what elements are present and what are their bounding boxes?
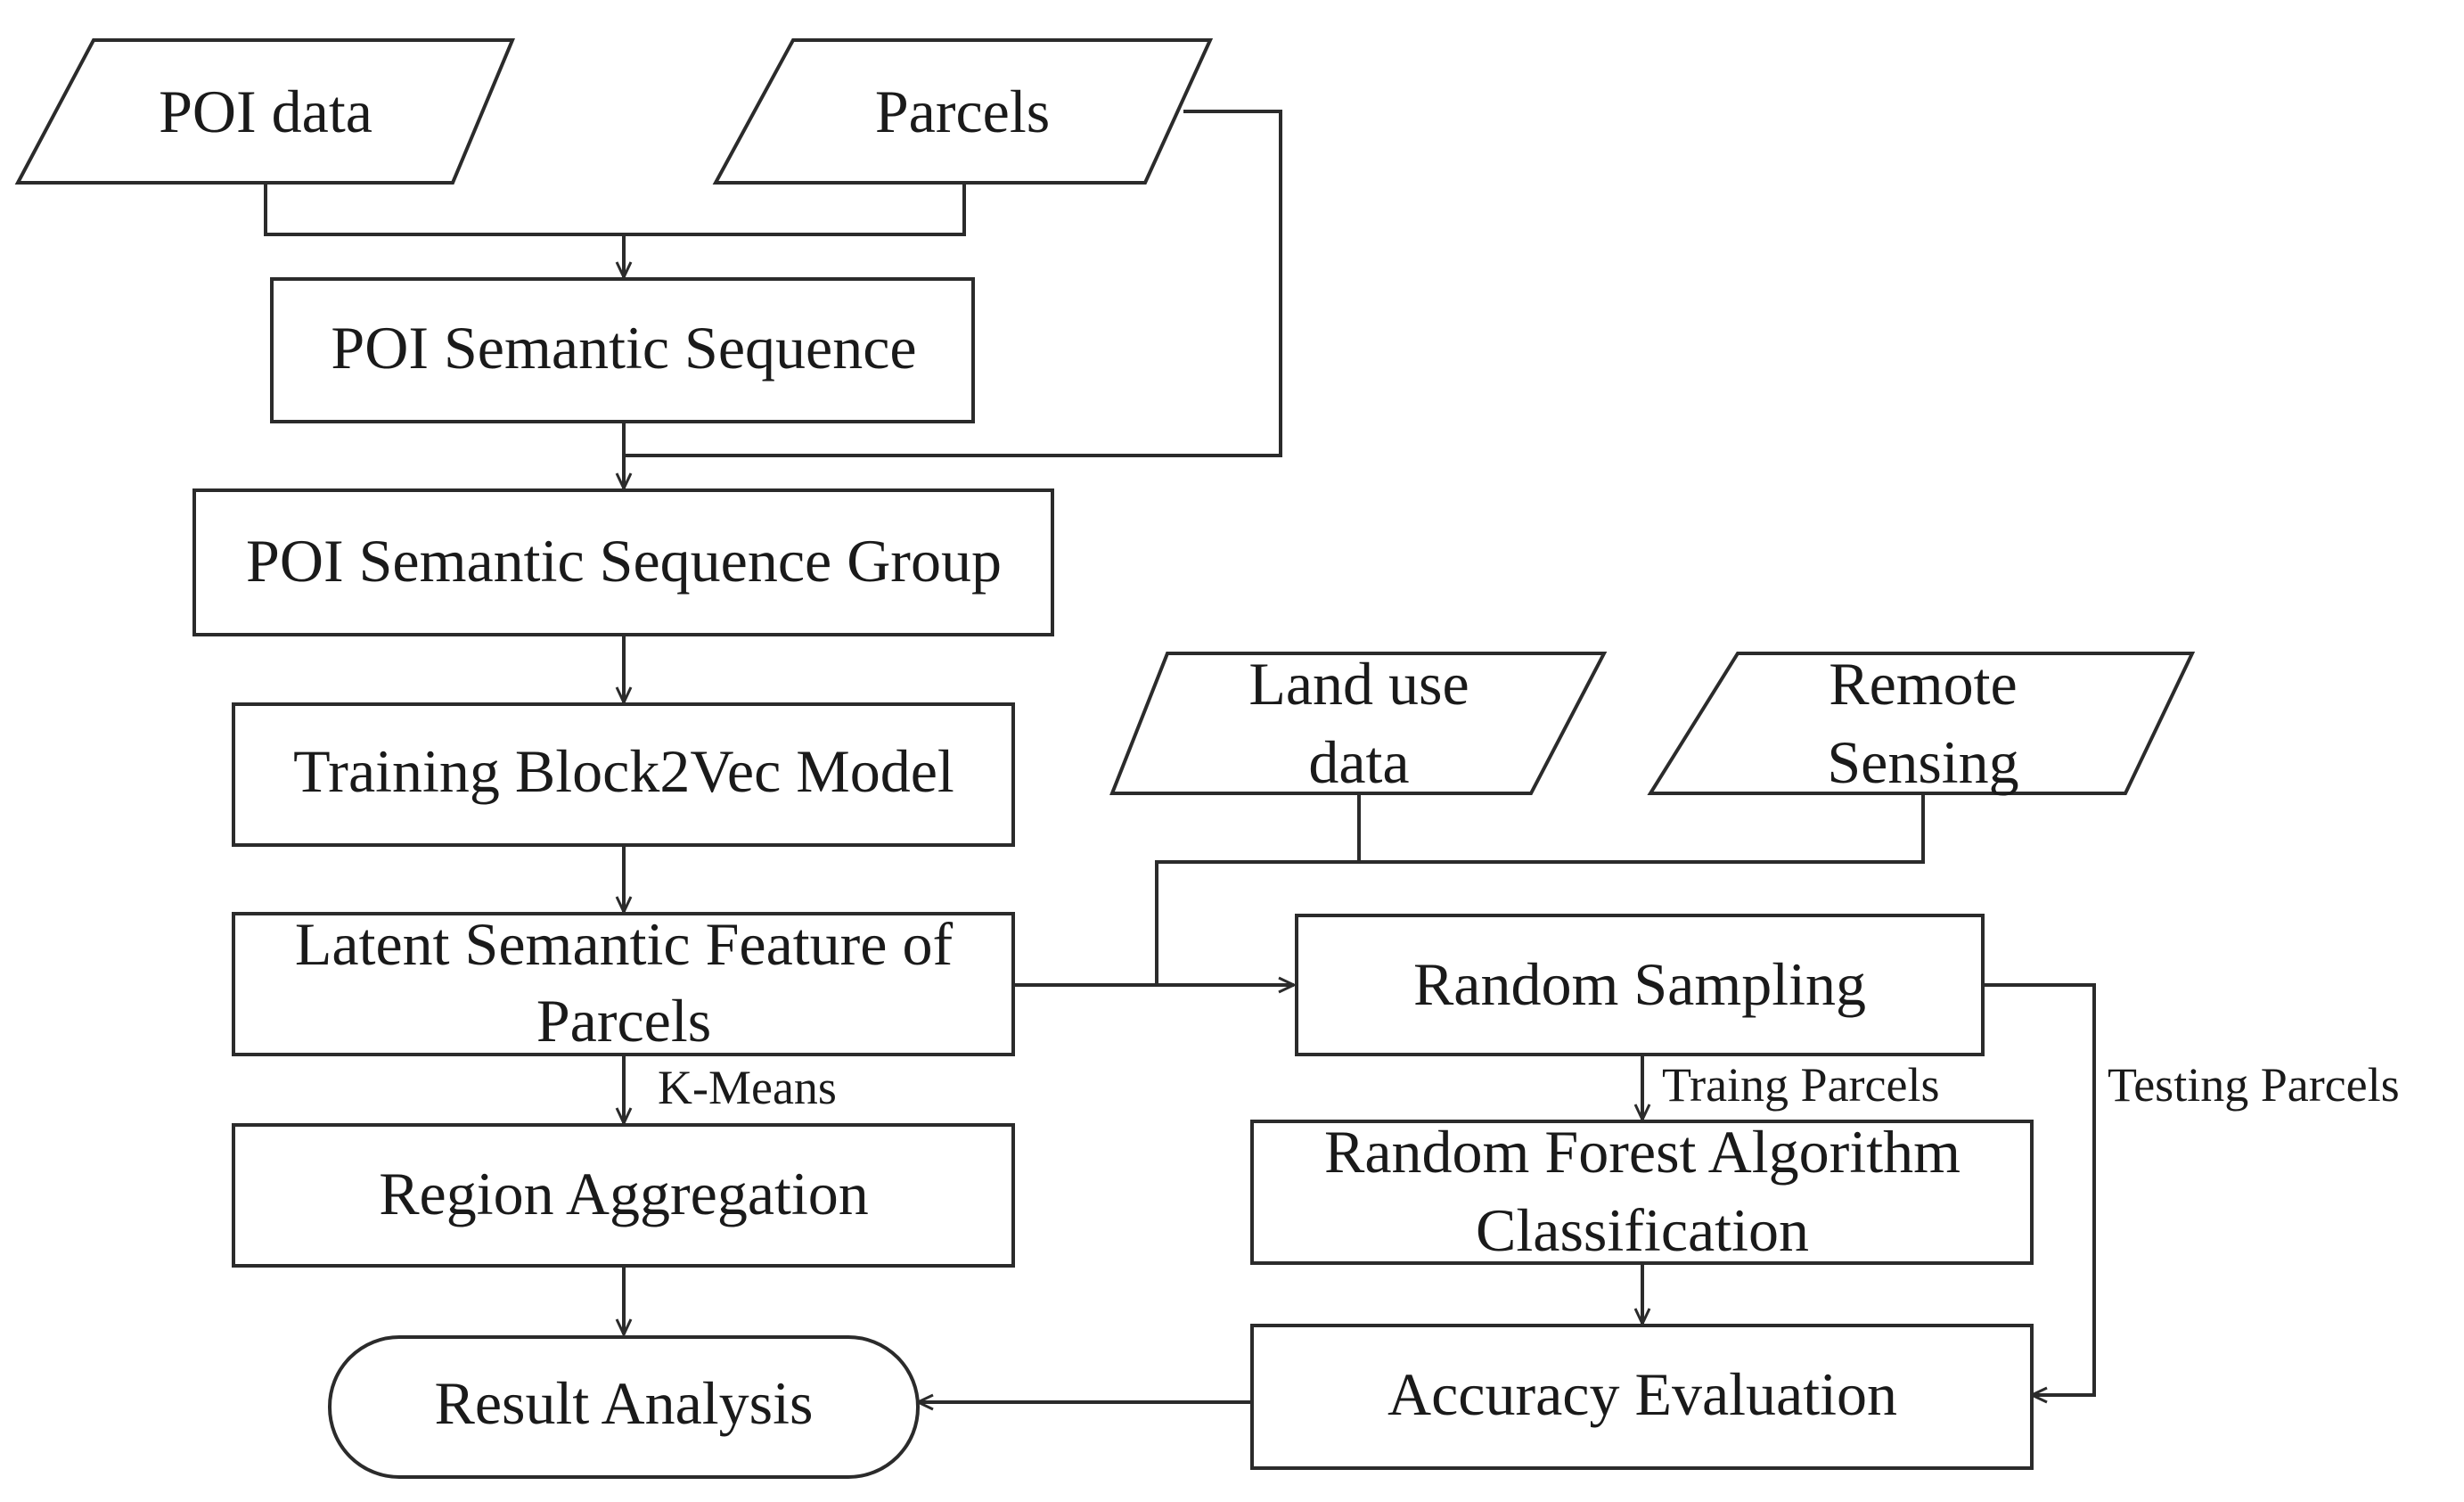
process-random-forest: Random Forest Algorithm Classification [1250, 1118, 2034, 1265]
input-parcels: Parcels [712, 38, 1214, 185]
process-accuracy-evaluation-label: Accuracy Evaluation [1388, 1360, 1897, 1428]
edge-label-kmeans: K-Means [658, 1061, 837, 1114]
input-parcels-label: Parcels [875, 78, 1050, 145]
edge-parcels-to-group [624, 110, 1282, 457]
terminal-result-analysis-label: Result Analysis [434, 1369, 813, 1437]
process-poi-semantic-sequence-group: POI Semantic Sequence Group [192, 488, 1054, 636]
process-poi-semantic-sequence-group-label: POI Semantic Sequence Group [246, 527, 1002, 595]
process-random-forest-line1: Random Forest Algorithm [1324, 1118, 1961, 1186]
edge-label-testing-parcels: Testing Parcels [2108, 1058, 2400, 1112]
input-remote-sensing-line2: Sensing [1827, 728, 2018, 796]
input-remote-sensing-line1: Remote [1829, 650, 2018, 718]
input-remote-sensing: Remote Sensing [1647, 650, 2196, 796]
input-land-use-data-line2: data [1308, 728, 1409, 796]
edge-parcels-to-merge [624, 183, 966, 236]
process-latent-semantic-feature: Latent Semantic Feature of Parcels [232, 910, 1015, 1056]
input-land-use-data-line1: Land use [1248, 650, 1469, 718]
input-poi-data-label: POI data [159, 78, 372, 145]
edge-landuse-to-merge [1155, 793, 1361, 985]
edge-label-training-parcels: Traing Parcels [1662, 1058, 1939, 1112]
process-training-block2vec-label: Training Block2Vec Model [293, 737, 954, 805]
process-random-sampling: Random Sampling [1295, 914, 1985, 1056]
process-latent-semantic-feature-line2: Parcels [536, 987, 711, 1055]
terminal-result-analysis: Result Analysis [328, 1335, 920, 1479]
input-land-use-data: Land use data [1109, 650, 1608, 796]
input-poi-data: POI data [14, 38, 516, 185]
process-poi-semantic-sequence: POI Semantic Sequence [270, 277, 975, 423]
process-latent-semantic-feature-line1: Latent Semantic Feature of [295, 910, 954, 978]
process-region-aggregation: Region Aggregation [232, 1123, 1015, 1268]
edge-remote-sensing-to-merge [1359, 793, 1925, 864]
edges [264, 110, 2096, 1402]
process-random-forest-line2: Classification [1476, 1196, 1809, 1264]
process-accuracy-evaluation: Accuracy Evaluation [1250, 1324, 2034, 1470]
process-poi-semantic-sequence-label: POI Semantic Sequence [331, 314, 916, 382]
process-random-sampling-label: Random Sampling [1413, 950, 1866, 1018]
process-training-block2vec: Training Block2Vec Model [232, 702, 1015, 847]
process-region-aggregation-label: Region Aggregation [379, 1160, 869, 1227]
edge-poi-data-to-merge [264, 183, 624, 236]
edge-sampling-to-accuracy [1983, 983, 2096, 1395]
